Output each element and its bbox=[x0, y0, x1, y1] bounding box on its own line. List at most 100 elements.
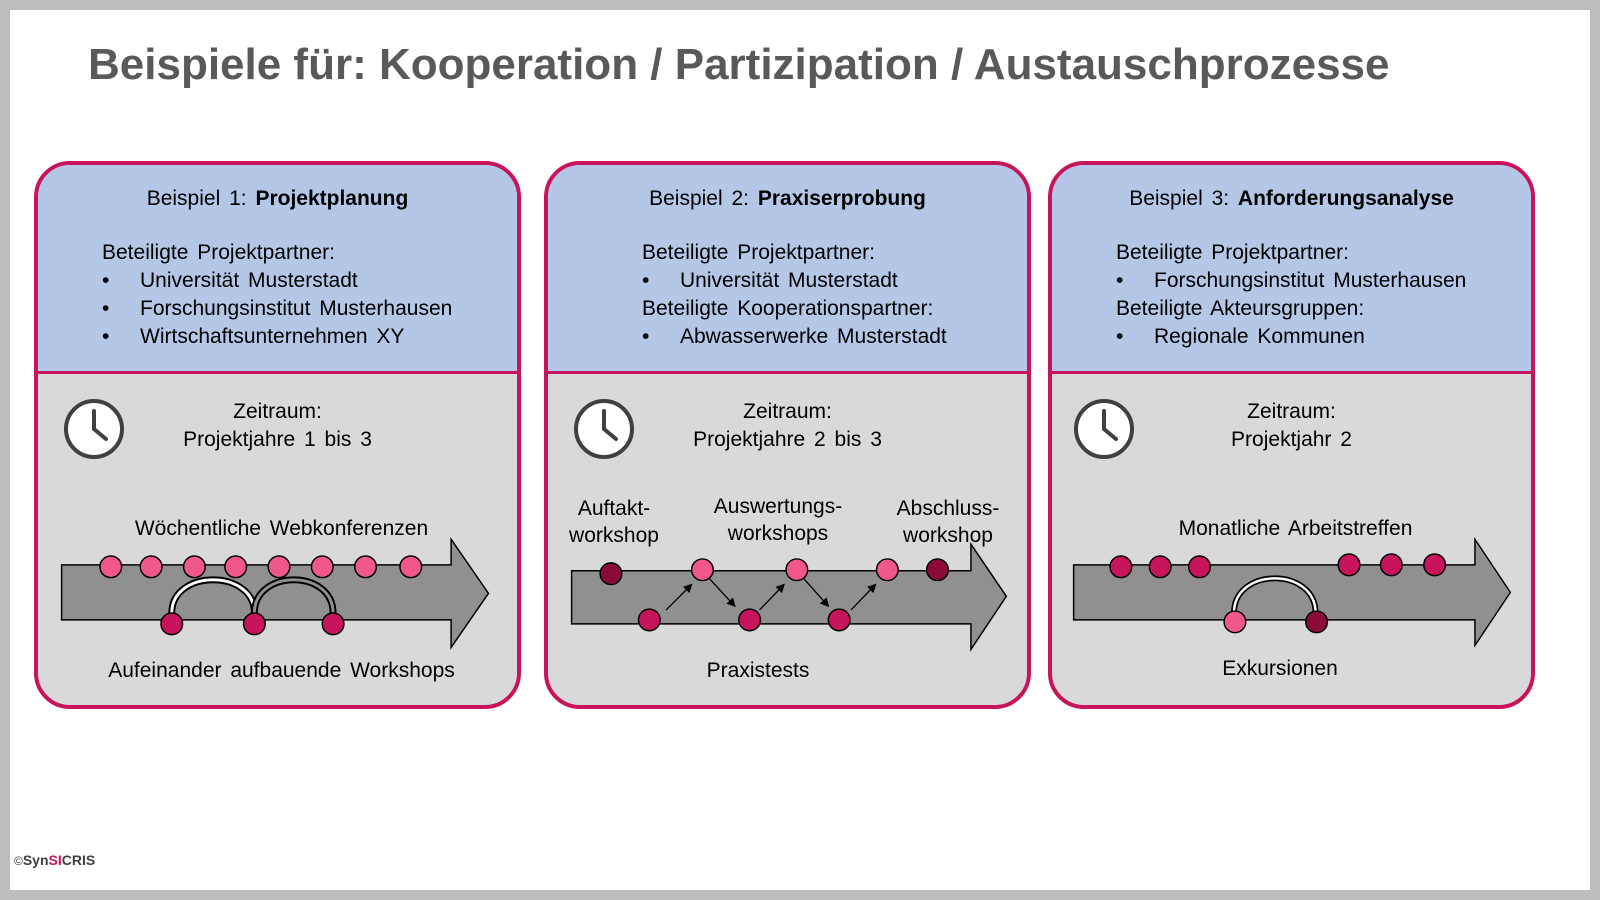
webconference-label: Wöchentliche Webkonferenzen bbox=[134, 517, 429, 540]
partner-line: Beteiligte Projektpartner: bbox=[102, 239, 452, 267]
timeline-diagram bbox=[60, 536, 490, 650]
partner-line-text: Regionale Kommunen bbox=[1154, 325, 1365, 348]
meeting-dots bbox=[1109, 553, 1447, 579]
kickoff-workshop-label: Auftakt- workshop bbox=[569, 497, 659, 547]
partner-line: • Universität Musterstadt bbox=[642, 267, 947, 295]
partner-line-text: Universität Musterstadt bbox=[140, 269, 358, 292]
time-label: Zeitraum: bbox=[1247, 400, 1336, 423]
event-dot bbox=[139, 555, 163, 579]
card-heading: Beispiel 3: Anforderungsanalyse bbox=[1052, 187, 1531, 211]
timeline-arrow bbox=[1072, 536, 1512, 648]
partner-list: Beteiligte Projektpartner: •Forschungsin… bbox=[1116, 239, 1466, 351]
excursion-dot bbox=[1223, 610, 1247, 634]
partner-line-text: Forschungsinstitut Musterhausen bbox=[140, 297, 453, 320]
event-dot bbox=[1187, 555, 1212, 579]
event-dot bbox=[99, 555, 123, 579]
card-header: Beispiel 3: Anforderungsanalyse Beteilig… bbox=[1052, 165, 1531, 374]
timeline-diagram bbox=[1072, 536, 1512, 648]
time-period: Zeitraum: Projektjahr 2 bbox=[1052, 398, 1531, 454]
event-dot bbox=[310, 555, 334, 579]
event-dot bbox=[321, 612, 345, 636]
bullet-icon: • bbox=[642, 269, 650, 292]
partner-line: • Wirtschaftsunternehmen XY bbox=[102, 323, 452, 351]
event-dot bbox=[1109, 555, 1133, 579]
event-dot bbox=[242, 612, 266, 636]
bullet-icon: • bbox=[1116, 325, 1124, 348]
event-dot bbox=[353, 555, 378, 579]
card-heading-prefix: Beispiel 2: bbox=[649, 187, 749, 210]
event-dot bbox=[182, 555, 206, 579]
practice-test-dot bbox=[637, 608, 661, 632]
partner-line: •Universität Musterstadt bbox=[102, 267, 452, 295]
flow-arrow bbox=[803, 578, 830, 608]
time-period: Zeitraum: Projektjahre 2 bis 3 bbox=[548, 398, 1027, 454]
time-value: Projektjahre 1 bis 3 bbox=[183, 428, 372, 451]
time-value: Projektjahre 2 bis 3 bbox=[693, 428, 882, 451]
time-period: Zeitraum: Projektjahre 1 bis 3 bbox=[38, 398, 517, 454]
partner-line-text: Beteiligte Projektpartner: bbox=[1116, 241, 1349, 264]
partner-line-text: Wirtschaftsunternehmen XY bbox=[140, 325, 405, 348]
connection-arc bbox=[1232, 577, 1317, 614]
clock-icon bbox=[64, 399, 124, 459]
bullet-icon: • bbox=[102, 325, 110, 348]
flow-arrow bbox=[708, 578, 736, 608]
card-heading-title: Praxiserprobung bbox=[757, 187, 926, 210]
time-value: Projektjahr 2 bbox=[1231, 428, 1352, 451]
card-heading: Beispiel 2: Praxiserprobung bbox=[548, 187, 1027, 211]
brand-accent: SI bbox=[48, 852, 62, 868]
practice-test-dot bbox=[738, 608, 762, 632]
partner-line-text: Beteiligte Akteursgruppen: bbox=[1116, 297, 1365, 320]
card-header: Beispiel 1: Projektplanung Beteiligte Pr… bbox=[38, 165, 517, 374]
partner-line: Beteiligte Akteursgruppen: bbox=[1116, 295, 1466, 323]
copyright-symbol: © bbox=[14, 854, 23, 868]
time-label: Zeitraum: bbox=[233, 400, 322, 423]
connection-arc bbox=[170, 578, 256, 614]
timeline-arrow bbox=[570, 541, 1008, 652]
partner-line-text: Beteiligte Projektpartner: bbox=[102, 241, 335, 264]
example-card-3: Beispiel 3: Anforderungsanalyse Beteilig… bbox=[1048, 161, 1535, 709]
clock-icon bbox=[1074, 399, 1134, 459]
excursions-label: Exkursionen bbox=[1222, 657, 1338, 680]
evaluation-workshop-dot bbox=[690, 558, 714, 582]
card-heading: Beispiel 1: Projektplanung bbox=[38, 187, 517, 211]
bullet-icon: • bbox=[642, 325, 650, 348]
webconference-dots bbox=[99, 555, 423, 579]
timeline-arrow bbox=[60, 536, 490, 650]
event-dot bbox=[224, 555, 248, 579]
partner-line-text: Beteiligte Kooperationspartner: bbox=[642, 297, 934, 320]
flow-arrow bbox=[759, 583, 785, 611]
card-heading-prefix: Beispiel 3: bbox=[1129, 187, 1230, 210]
partner-line: • Regionale Kommunen bbox=[1116, 323, 1466, 351]
copyright-notice: ©SynSICRIS bbox=[14, 852, 95, 868]
event-dot bbox=[1423, 553, 1447, 577]
clock-icon bbox=[574, 399, 634, 459]
partner-line: Beteiligte Kooperationspartner: bbox=[642, 295, 947, 323]
example-card-1: Beispiel 1: Projektplanung Beteiligte Pr… bbox=[34, 161, 521, 709]
partner-line-text: Universität Musterstadt bbox=[680, 269, 898, 292]
card-heading-prefix: Beispiel 1: bbox=[146, 187, 247, 210]
card-heading-title: Projektplanung bbox=[255, 187, 409, 210]
partner-line-text: Beteiligte Projektpartner: bbox=[642, 241, 875, 264]
event-dot bbox=[160, 612, 184, 636]
partner-line: • Forschungsinstitut Musterhausen bbox=[102, 295, 452, 323]
page-title: Beispiele für: Kooperation / Partizipati… bbox=[88, 40, 1390, 89]
practice-tests-label: Praxistests bbox=[706, 659, 810, 682]
evaluation-workshop-dot bbox=[875, 558, 899, 582]
meetings-label: Monatliche Arbeitstreffen bbox=[1178, 517, 1413, 540]
bullet-icon: • bbox=[102, 297, 110, 320]
partner-list: Beteiligte Projektpartner: •Universität … bbox=[102, 239, 452, 351]
partner-line: Beteiligte Projektpartner: bbox=[1116, 239, 1466, 267]
evaluation-workshop-dot bbox=[785, 558, 809, 582]
kickoff-workshop-dot bbox=[599, 562, 623, 586]
practice-test-dot bbox=[827, 608, 851, 632]
slide: Beispiele für: Kooperation / Partizipati… bbox=[10, 10, 1590, 890]
final-workshop-label: Abschluss- workshop bbox=[896, 497, 1000, 547]
event-dot bbox=[1379, 553, 1403, 577]
partner-line-text: Abwasserwerke Musterstadt bbox=[680, 325, 947, 348]
flow-arrow bbox=[665, 583, 693, 611]
event-dot bbox=[399, 555, 423, 579]
connection-arc bbox=[252, 578, 335, 614]
brand-suffix: CRIS bbox=[61, 852, 96, 868]
timeline-diagram bbox=[570, 541, 1008, 652]
workshops-label: Aufeinander aufbauende Workshops bbox=[108, 659, 455, 682]
